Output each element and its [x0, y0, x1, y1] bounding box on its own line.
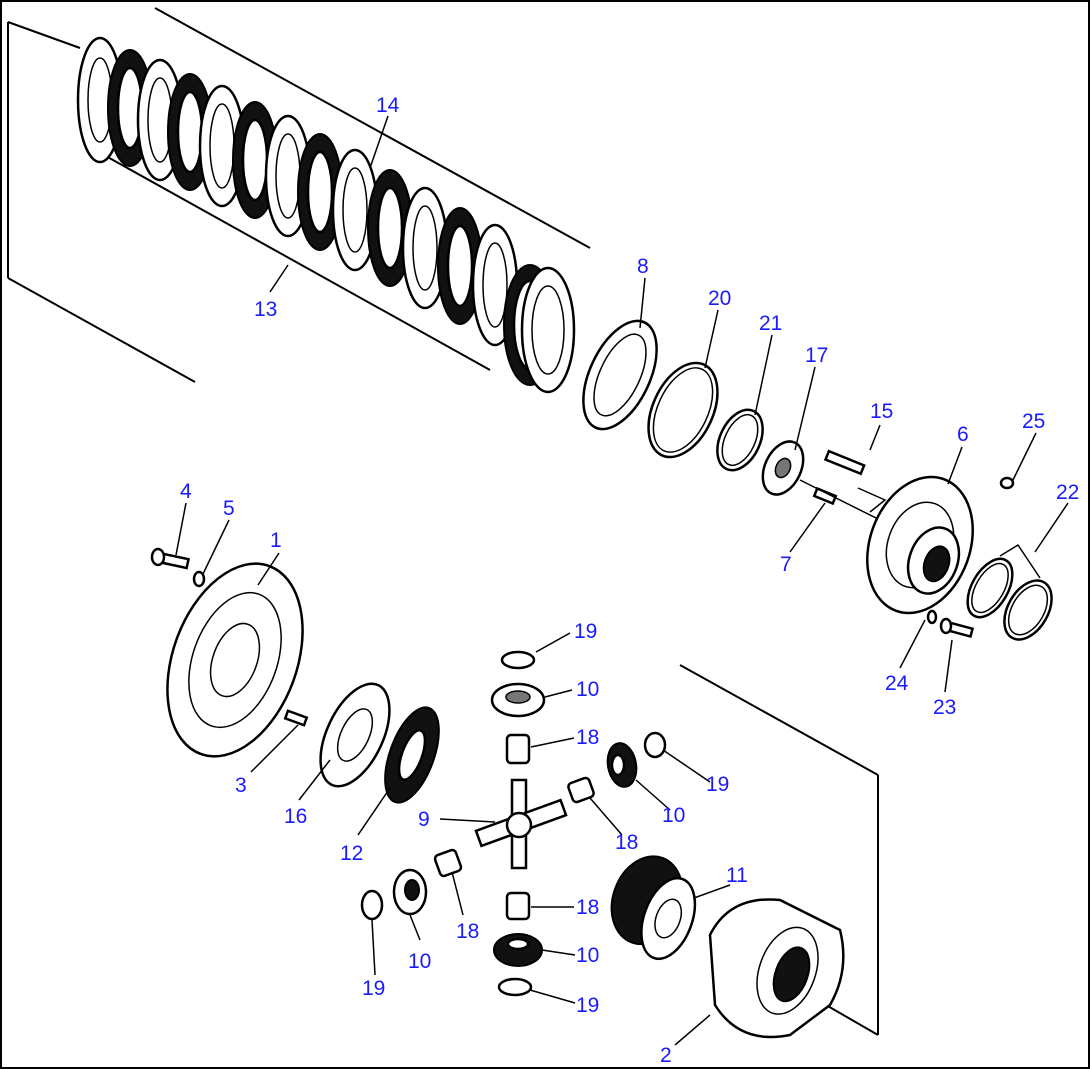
label-part-12: 12 — [340, 842, 363, 865]
label-part-25: 25 — [1022, 410, 1045, 433]
label-part-18-right: 18 — [615, 831, 638, 854]
bolt-part-25 — [999, 476, 1015, 490]
hub-gear-part-11 — [610, 855, 697, 961]
washer-part-24 — [926, 609, 938, 625]
washer-part-19-right — [643, 731, 667, 759]
ring-pair-part-22 — [966, 543, 1053, 641]
label-part-23: 23 — [933, 696, 956, 719]
label-part-2: 2 — [660, 1044, 672, 1067]
bearing-ring-part-8 — [582, 319, 658, 431]
bolt-part-23 — [939, 617, 975, 639]
assembly-line-15 — [857, 487, 887, 513]
label-part-21: 21 — [759, 312, 782, 335]
label-part-20: 20 — [708, 287, 731, 310]
pinion-gear-part-10-right — [606, 742, 638, 788]
side-gear-part-12 — [384, 706, 440, 804]
pinion-gear-part-10-left — [392, 868, 428, 916]
label-part-11: 11 — [726, 864, 748, 887]
bushing-part-18-bottom — [505, 891, 531, 921]
label-part-19-left: 19 — [362, 977, 385, 1000]
label-part-10-left: 10 — [408, 950, 431, 973]
bushing-part-18-right — [567, 776, 595, 804]
label-part-10-bottom: 10 — [576, 944, 599, 967]
label-part-8: 8 — [637, 255, 649, 278]
pinion-gear-part-10-top — [490, 682, 546, 718]
label-part-16: 16 — [284, 805, 307, 828]
thrust-washer-part-16 — [319, 682, 391, 788]
cover-part-1 — [166, 562, 304, 758]
leader-lines — [175, 115, 1069, 1046]
label-part-24: 24 — [885, 672, 909, 695]
clutch-pack-frame — [7, 7, 591, 383]
washer-part-19-bottom — [497, 977, 533, 997]
label-part-1: 1 — [270, 529, 282, 552]
label-part-19-right: 19 — [706, 773, 729, 796]
differential-case-part-2 — [708, 898, 845, 1039]
washer-part-19-left — [360, 889, 384, 921]
clutch-plates — [76, 36, 576, 394]
assembly-line-7 — [799, 479, 891, 526]
shaft-pin-part-15 — [823, 449, 866, 476]
bushing-part-18-left — [433, 848, 463, 878]
label-part-3: 3 — [235, 774, 247, 797]
label-part-10-right: 10 — [662, 804, 685, 827]
spider-cross-part-9 — [474, 778, 568, 870]
label-part-18-bottom: 18 — [576, 896, 599, 919]
pinion-gear-part-10-bottom — [493, 933, 543, 967]
dowel-pin-part-7 — [812, 486, 838, 506]
o-ring-part-20 — [647, 361, 719, 459]
label-part-19-bottom: 19 — [576, 994, 599, 1017]
washer-part-19-top — [500, 650, 536, 670]
label-part-7: 7 — [780, 553, 792, 576]
part-labels: 14 13 8 20 21 17 15 6 25 22 7 1 4 5 3 16… — [180, 94, 1079, 1067]
label-part-9: 9 — [418, 808, 430, 831]
label-part-18-left: 18 — [456, 920, 479, 943]
label-part-22: 22 — [1056, 481, 1079, 504]
label-part-18-top: 18 — [576, 726, 599, 749]
bolt-part-4 — [150, 547, 190, 570]
bushing-part-18-top — [505, 733, 531, 765]
hub-flange-part-6 — [866, 475, 974, 615]
o-ring-part-21 — [716, 408, 764, 472]
label-part-19-top: 19 — [574, 620, 597, 643]
thrust-washer-part-17 — [761, 440, 805, 496]
label-part-14: 14 — [376, 94, 400, 117]
label-part-13: 13 — [254, 298, 277, 321]
label-part-15: 15 — [870, 400, 893, 423]
label-part-4: 4 — [180, 480, 192, 503]
label-part-10-top: 10 — [576, 678, 599, 701]
washer-part-5 — [192, 570, 206, 588]
label-part-5: 5 — [223, 497, 235, 520]
label-part-6: 6 — [957, 423, 969, 446]
pin-part-3 — [283, 709, 309, 727]
label-part-17: 17 — [805, 344, 828, 367]
